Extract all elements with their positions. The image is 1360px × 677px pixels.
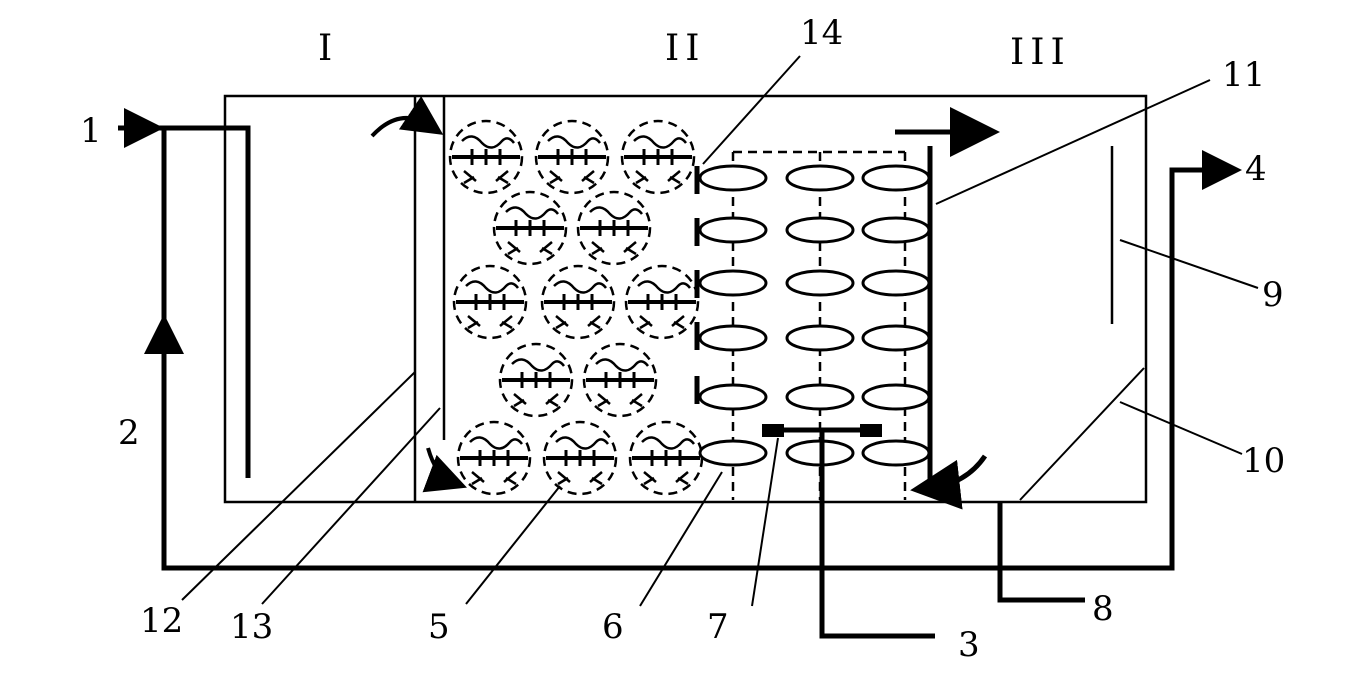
carrier [624, 264, 700, 340]
sludge-pipe [997, 502, 1085, 603]
zone-label-3: III [1010, 32, 1071, 73]
carrier [452, 264, 528, 340]
label-2: 2 [118, 413, 140, 453]
zone-label-2: II [665, 28, 705, 69]
carrier [542, 420, 618, 496]
label-7: 7 [707, 607, 729, 647]
carrier [628, 420, 704, 496]
flow-arrow-return [910, 454, 988, 510]
fixed-carrier-column-2 [785, 164, 855, 467]
tank-outline [223, 94, 1148, 504]
flow-arrow-top [370, 96, 444, 138]
carrier [576, 190, 652, 266]
carrier [448, 119, 524, 195]
carrier [492, 190, 568, 266]
carrier [620, 119, 696, 195]
leader-lines [181, 55, 1259, 607]
flow-arrow-bottom [422, 447, 467, 493]
label-4: 4 [1245, 149, 1267, 189]
carrier [582, 342, 658, 418]
label-14: 14 [800, 13, 843, 53]
label-11: 11 [1222, 55, 1265, 95]
label-8: 8 [1092, 589, 1114, 629]
fixed-carrier-frame [698, 150, 931, 500]
fixed-carrier-column-1 [698, 164, 768, 467]
label-5: 5 [428, 607, 450, 647]
label-6: 6 [602, 607, 624, 647]
label-13: 13 [230, 607, 273, 647]
label-12: 12 [140, 601, 183, 641]
fixed-carrier-column-3 [861, 164, 931, 467]
zone-label-1: I [318, 28, 338, 69]
carrier [498, 342, 574, 418]
label-1: 1 [80, 111, 102, 151]
carrier [534, 119, 610, 195]
label-9: 9 [1262, 275, 1284, 315]
suspended-carriers [448, 119, 704, 496]
carrier [456, 420, 532, 496]
label-3: 3 [958, 625, 980, 665]
recirculation-pipe [161, 128, 1225, 571]
label-10: 10 [1242, 441, 1285, 481]
carrier [540, 264, 616, 340]
